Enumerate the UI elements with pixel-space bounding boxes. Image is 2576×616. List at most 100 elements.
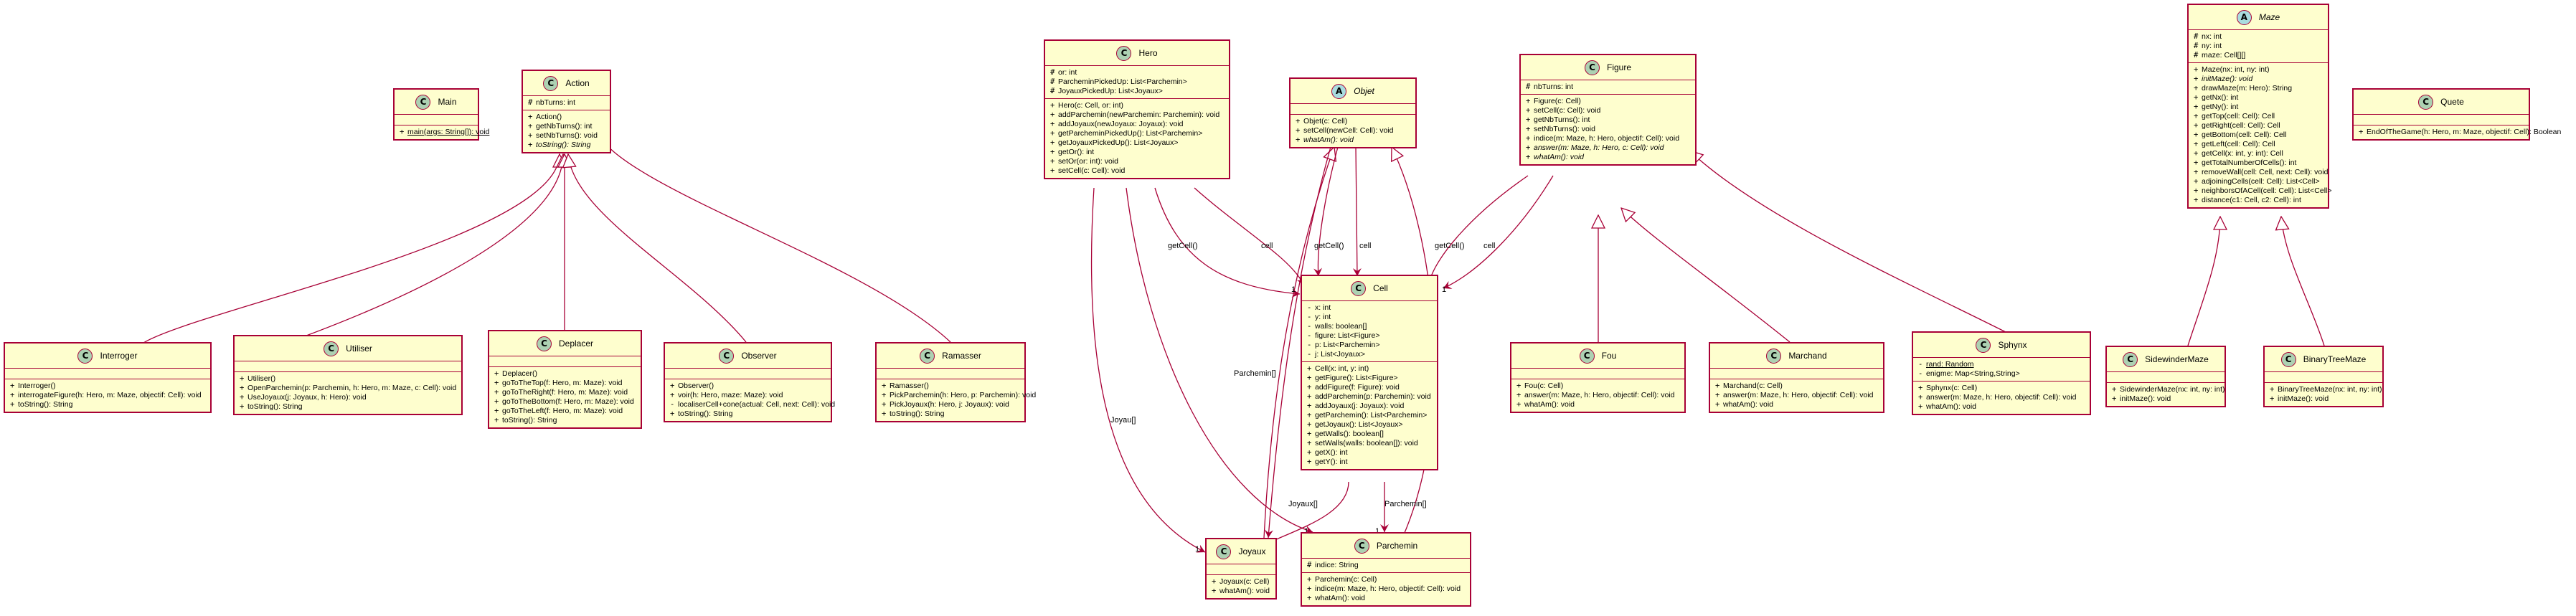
member-text: setCell(newCell: Cell): void bbox=[1303, 126, 1394, 135]
member-text: OpenParchemin(p: Parchemin, h: Hero, m: … bbox=[247, 384, 457, 392]
class-fields: #indice: String bbox=[1302, 559, 1470, 573]
class-method: +Observer() bbox=[665, 382, 831, 391]
class-methods: +BinaryTreeMaze(nx: int, ny: int)+initMa… bbox=[2265, 383, 2382, 406]
member-text: whatAm(): void bbox=[1723, 400, 1774, 409]
visibility-marker: + bbox=[1526, 153, 1531, 161]
member-text: goToTheTop(f: Hero, m: Maze): void bbox=[502, 379, 623, 387]
class-icon: C bbox=[2418, 94, 2434, 110]
visibility-marker: + bbox=[2194, 140, 2199, 148]
visibility-marker: + bbox=[240, 384, 245, 392]
class-method: +whatAm(): void bbox=[1291, 136, 1415, 145]
visibility-marker: + bbox=[882, 391, 887, 399]
member-text: Joyaux(c: Cell) bbox=[1219, 577, 1270, 586]
member-text: PickParchemin(h: Hero, p: Parchemin): vo… bbox=[890, 391, 1037, 399]
member-text: rand: Random bbox=[1926, 360, 1974, 369]
member-text: toString(): String bbox=[18, 400, 73, 409]
visibility-marker: - bbox=[1307, 313, 1312, 321]
class-fields bbox=[395, 115, 478, 125]
class-name: Joyaux bbox=[1238, 546, 1266, 556]
class-method: +indice(m: Maze, h: Hero, objectif: Cell… bbox=[1521, 134, 1695, 143]
class-method: +setCell(newCell: Cell): void bbox=[1291, 126, 1415, 136]
visibility-marker: + bbox=[10, 400, 15, 409]
visibility-marker: # bbox=[1050, 68, 1055, 77]
abstract-class-icon: A bbox=[2236, 9, 2252, 25]
edge-binarytree-maze bbox=[2281, 217, 2325, 346]
member-text: indice(m: Maze, h: Hero, objectif: Cell)… bbox=[1315, 584, 1461, 593]
member-text: y: int bbox=[1315, 313, 1331, 321]
class-fields bbox=[2107, 372, 2224, 383]
class-method: +getParcheminPickedUp(): List<Parchemin> bbox=[1045, 129, 1229, 138]
class-method: +toString(): String bbox=[523, 141, 610, 150]
visibility-marker: + bbox=[494, 379, 499, 387]
edge-figure-cell-cell bbox=[1443, 175, 1554, 289]
class-name: Fou bbox=[1601, 351, 1617, 361]
visibility-marker: + bbox=[528, 122, 533, 131]
edge-marchand-figure bbox=[1621, 208, 1791, 343]
member-text: BinaryTreeMaze(nx: int, ny: int) bbox=[2278, 385, 2382, 394]
visibility-marker: - bbox=[1918, 360, 1923, 369]
class-method: +goToTheTop(f: Hero, m: Maze): void bbox=[489, 379, 641, 388]
visibility-marker: + bbox=[494, 407, 499, 415]
class-name: SidewinderMaze bbox=[2145, 354, 2209, 364]
member-text: getTotalNumberOfCells(): int bbox=[2202, 158, 2297, 167]
visibility-marker: + bbox=[2194, 93, 2199, 102]
edge-label: cell bbox=[1359, 242, 1372, 250]
member-text: x: int bbox=[1315, 303, 1331, 312]
class-field: -y: int bbox=[1302, 313, 1437, 322]
member-text: getJoyaux(): List<Joyaux> bbox=[1315, 420, 1403, 429]
class-method: +Joyaux(c: Cell) bbox=[1207, 577, 1275, 587]
class-method: +Utiliser() bbox=[235, 374, 461, 384]
member-text: Observer() bbox=[678, 382, 714, 390]
visibility-marker: + bbox=[1526, 106, 1531, 115]
class-fields bbox=[2354, 115, 2529, 125]
edge-figure-cell-getcell bbox=[1426, 175, 1529, 284]
member-text: whatAm(): void bbox=[1303, 136, 1354, 144]
class-methods: +Parchemin(c: Cell)+indice(m: Maze, h: H… bbox=[1302, 573, 1470, 605]
visibility-marker: + bbox=[1918, 402, 1923, 411]
class-icon: C bbox=[543, 75, 559, 91]
visibility-marker: + bbox=[2194, 65, 2199, 74]
class-field: #ny: int bbox=[2189, 42, 2328, 51]
visibility-marker: + bbox=[1212, 587, 1217, 595]
visibility-marker: + bbox=[1715, 391, 1720, 399]
class-field: -rand: Random bbox=[1913, 360, 2090, 369]
member-text: answer(m: Maze, h: Hero, objectif: Cell)… bbox=[1926, 393, 2077, 402]
class-method: +addFigure(f: Figure): void bbox=[1302, 383, 1437, 392]
visibility-marker: + bbox=[1526, 143, 1531, 152]
member-text: EndOfTheGame(h: Hero, m: Maze, objectif:… bbox=[2367, 128, 2562, 136]
member-text: setNbTurns(): void bbox=[536, 131, 598, 140]
class-icon: C bbox=[1116, 45, 1132, 61]
member-text: answer(m: Maze, h: Hero, objectif: Cell)… bbox=[1524, 391, 1675, 399]
multiplicity: 1 bbox=[1291, 285, 1296, 294]
visibility-marker: + bbox=[240, 374, 245, 383]
edge-sphynx-figure bbox=[1689, 151, 2009, 334]
member-text: getX(): int bbox=[1315, 448, 1348, 457]
class-method: +voir(h: Hero, maze: Maze): void bbox=[665, 391, 831, 400]
member-text: answer(m: Maze, h: Hero, objectif: Cell)… bbox=[1723, 391, 1874, 399]
visibility-marker: + bbox=[1307, 575, 1312, 584]
visibility-marker: + bbox=[1516, 391, 1521, 399]
class-name: Hero bbox=[1138, 48, 1158, 58]
class-name: Main bbox=[438, 97, 457, 107]
visibility-marker: + bbox=[494, 369, 499, 378]
class-method: +main(args: String[]): void bbox=[395, 128, 489, 137]
class-methods: +Ramasser()+PickParchemin(h: Hero, p: Pa… bbox=[877, 379, 1036, 421]
visibility-marker: + bbox=[2359, 128, 2364, 136]
member-text: setNbTurns(): void bbox=[1534, 125, 1595, 133]
member-text: ny: int bbox=[2202, 42, 2222, 50]
class-fields bbox=[1207, 564, 1275, 575]
class-method: +getParchemin(): List<Parchemin> bbox=[1302, 411, 1437, 420]
class-field: #indice: String bbox=[1302, 561, 1470, 570]
